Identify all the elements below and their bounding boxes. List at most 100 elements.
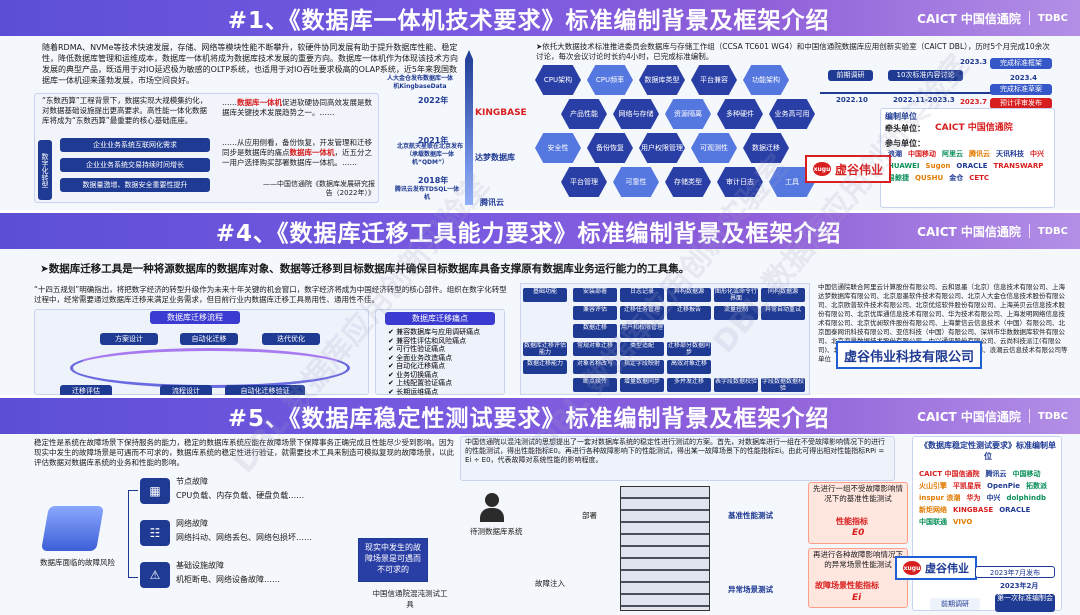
hex-item: 产品性能 — [561, 99, 607, 129]
capability-item: 用户和权限管理 — [620, 324, 664, 338]
partner-logo: ORACLE — [999, 506, 1031, 514]
panel-1-intro: 随着RDMA、NVMe等技术快速发展，存储、网络等模块性能不断攀升，软硬件协同发… — [42, 43, 458, 85]
capability-item: 指定字段映射 — [620, 360, 664, 374]
capability-row-label: 基础功能 — [523, 288, 567, 302]
company-logo-icon: xugu — [903, 561, 921, 575]
hex-item: CPU架构 — [535, 65, 581, 95]
pain-item: ✔ 兼容数据库与应用调研痛点 — [388, 328, 481, 336]
partner-logo: inspur 浪潮 — [919, 494, 961, 502]
risk-2-name: 网络故障 — [176, 519, 208, 528]
timeline-year-3: 2018年 — [418, 176, 449, 185]
tdbc-logo: TDBC — [1037, 410, 1068, 422]
partner-logo: Sugon — [925, 162, 951, 170]
hex-item: 存储类型 — [665, 167, 711, 197]
panel-1-title: #1、《数据库一体机技术要求》标准编制背景及框架介绍 — [227, 8, 830, 34]
capability-item: 同构数据源 — [761, 288, 805, 302]
panel-3-intro: 稳定性是系统在故障场景下保持服务的能力，稳定的数据库系统应能在故障场景下保障事务… — [34, 438, 454, 467]
capability-item: 表字段数据校验 — [714, 378, 758, 392]
panel-2-title: #4、《数据库迁移工具能力要求》标准编制背景及框架介绍 — [215, 221, 842, 247]
hex-item: 业务高可用 — [769, 99, 815, 129]
hex-item: 审计日志 — [717, 167, 763, 197]
capability-item: 增量数据同步 — [620, 378, 664, 392]
capability-item: 安装部署 — [573, 288, 617, 302]
capability-item: 数据迁移 — [573, 324, 617, 338]
pain-item: ✔ 业务切换痛点 — [388, 370, 439, 379]
pain-item: ✔ 兼容性评估和风险痛点 — [388, 336, 467, 345]
capability-item: 迁移报告 — [667, 306, 711, 320]
hex-item: 平台管理 — [561, 167, 607, 197]
hex-item: 功能架构 — [743, 65, 789, 95]
server-icon — [41, 506, 104, 551]
timeline-note-1: 人大金仓发布数据库一体机KingbaseData — [386, 75, 453, 90]
capability-row-label: 数据迁移能力 — [523, 360, 567, 374]
quote-source: ——中国信通院《数据库发展研究报告（2022年）》 — [263, 180, 375, 197]
scene-box-text: 现实中发生的故障场景是可遇而不可求的 — [365, 543, 421, 574]
risk-3-desc: 机柜断电、网络设备故障…… — [176, 575, 280, 584]
capability-item: 常规对象迁移 — [573, 342, 617, 356]
partner-logo: CETC — [969, 174, 990, 182]
risk-label: 数据库面临的故障风险 — [40, 558, 115, 567]
capability-item: 兼容评估 — [573, 306, 617, 320]
person-body — [480, 508, 504, 522]
part-label: 参与单位： — [885, 139, 925, 148]
timeline-year-2: 2021年 — [418, 136, 449, 145]
hex-item: 备份恢复 — [587, 133, 633, 163]
hex-item: 资源隔离 — [665, 99, 711, 129]
quote-user: ……从应用侧看，备份恢复，开发管理和迁移同步是数据库的痛点数据库一体机，近五分之… — [222, 138, 372, 167]
partner-logo: OpenPie — [987, 482, 1020, 490]
flow-step-3: 迭代优化 — [262, 333, 320, 345]
milestone-5-label: 预计评审发布 — [990, 98, 1052, 109]
hex-item: 网络与存储 — [613, 99, 659, 129]
step-1-box — [808, 482, 908, 544]
milestone-line — [820, 92, 1040, 94]
timeline-arrow — [465, 50, 473, 205]
partner-logo: 平凯星辰 — [953, 482, 981, 490]
milestone-1-label: 前期调研 — [828, 70, 873, 81]
flow-cycle — [70, 348, 350, 388]
tdbc-logo: TDBC — [1037, 12, 1068, 24]
capability-item: 图形化或命令行界面 — [714, 288, 758, 302]
capability-item: 流量控制 — [714, 306, 758, 320]
quote-east-west: “东数西算”工程背景下，数据实现大规模集约化，对数据基础设施提出更高要求。高性能… — [42, 96, 208, 125]
pain-item: ✔ 可行性验证痛点 — [388, 345, 446, 353]
milestone-2-date: 2022.11-2023.3 — [893, 96, 955, 104]
hex-item: 数据迁移 — [743, 133, 789, 163]
partner-logo: 腾讯云 — [969, 150, 990, 158]
flow-step-2: 自动化迁移 — [180, 333, 238, 345]
panel-3-title: #5、《数据库稳定性测试要求》标准编制背景及框架介绍 — [227, 406, 830, 432]
risk-1-name: 节点故障 — [176, 477, 208, 486]
capability-item: 断点续传 — [573, 378, 617, 392]
partner-logo: TRANSWARP — [993, 162, 1044, 170]
block-2: 企业业务系统交易持续时间增长 — [60, 158, 210, 172]
partner-logo: QUSHU — [915, 174, 944, 182]
ei-label: 故障场景性能指标 — [815, 581, 879, 590]
p3-t2: 第一次标准编制会 — [995, 594, 1055, 612]
capability-item: 对象名称改写 — [573, 360, 617, 374]
partner-logo: 中国移动 — [908, 150, 936, 158]
hex-item: CPU频率 — [587, 65, 633, 95]
partner-logo: 腾讯云 — [985, 470, 1007, 478]
p3-units-box — [912, 436, 1062, 611]
partner-logo: 中国移动 — [1012, 470, 1041, 478]
flow-step-1: 方案设计 — [100, 333, 158, 345]
pain-title: 数据库迁移痛点 — [385, 312, 495, 325]
company-logo-icon: xugu — [813, 162, 831, 176]
partner-logo: dolphindb — [1006, 494, 1047, 502]
lead-label: 牵头单位： — [885, 124, 925, 133]
milestone-3-label: 完成标准框架 — [990, 58, 1052, 69]
milestone-1-date: 2022.10 — [836, 96, 868, 104]
step-1-text: 先进行一组不受故障影响情况下的基准性能测试 — [813, 484, 903, 503]
milestone-4-date: 2023.4 — [1010, 74, 1038, 82]
partner-logo: VIVO — [953, 518, 973, 526]
quote-trend: ……数据库一体机促进软硬协同高效发展是数据库关键技术发展趋势之一。…… — [222, 98, 372, 117]
e0-value: E0 — [852, 528, 865, 538]
panel-2-lead: ➤数据库迁移工具是一种将源数据库的数据库对象、数据等迁移到目标数据库并确保目标数… — [40, 263, 690, 275]
abnormal-test-label: 异常场景测试 — [728, 585, 773, 594]
